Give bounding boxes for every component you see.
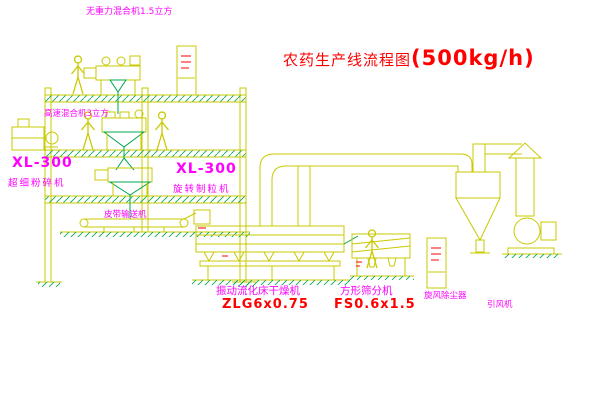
label-left-mill-model: XL-300 xyxy=(12,155,73,171)
cyclone-drawing xyxy=(455,143,522,254)
label-fan: 引风机 xyxy=(487,300,513,310)
title-text: 农药生产线流程图 xyxy=(283,51,412,69)
label-belt-conveyor: 皮带输送机 xyxy=(104,210,147,220)
label-gravity-mixer: 无重力混合机1.5立方 xyxy=(86,7,173,17)
label-dryer-model: ZLG6x0.75 xyxy=(222,297,309,312)
diagram-title: 农药生产线流程图(500kg/h) xyxy=(283,46,535,70)
control-panel-2 xyxy=(426,237,447,289)
title-capacity: (500kg/h) xyxy=(411,46,535,70)
gravity-mixer-drawing xyxy=(83,55,141,114)
induced-fan-drawing xyxy=(502,142,562,258)
left-mill-drawing xyxy=(11,118,59,151)
center-mill-drawing xyxy=(94,167,153,219)
label-cyclone: 旋风除尘器 xyxy=(424,291,467,301)
label-dryer-name: 振动流化床干燥机 xyxy=(216,285,300,297)
exhaust-duct-drawing xyxy=(259,153,473,226)
label-sieve-name: 方形筛分机 xyxy=(340,285,393,297)
label-high-speed-mixer: 高速混合机3立方 xyxy=(44,109,109,119)
label-center-mill-model: XL-300 xyxy=(176,161,237,177)
belt-conveyor-drawing xyxy=(79,209,211,232)
high-speed-mixer-drawing xyxy=(101,109,147,171)
label-left-mill-name: 超细粉碎机 xyxy=(8,178,66,189)
label-center-mill-name: 旋转制粒机 xyxy=(173,184,231,195)
fluid-bed-dryer-drawing xyxy=(192,225,350,285)
square-sieve-drawing xyxy=(343,233,414,280)
label-sieve-model: FS0.6x1.5 xyxy=(334,297,416,312)
control-panel-1 xyxy=(176,45,197,96)
